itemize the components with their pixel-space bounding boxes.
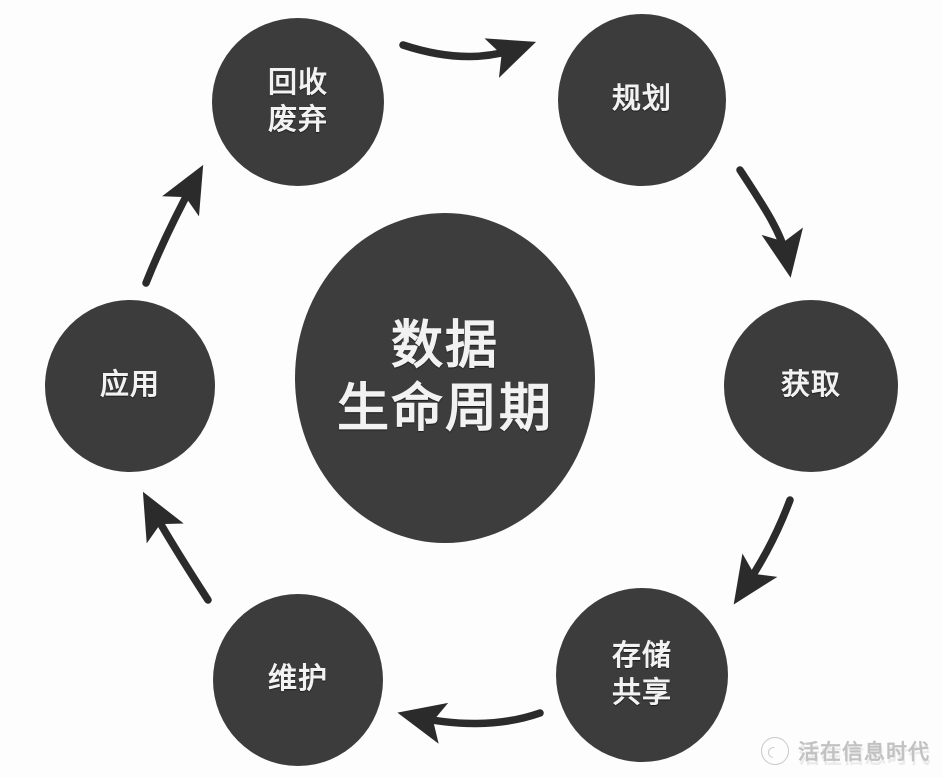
- node-apply-label: 应用: [99, 369, 160, 402]
- arrow-maintain-to-apply: [142, 491, 212, 604]
- node-store-share[interactable]: 存储 共享: [556, 588, 728, 762]
- node-acquire-label: 获取: [780, 369, 841, 402]
- center-node-data-lifecycle[interactable]: 数据 生命周期: [295, 213, 595, 543]
- center-node-label: 数据 生命周期: [336, 316, 553, 438]
- circle-logo-icon: [761, 737, 789, 765]
- node-store-share-label: 存储 共享: [611, 639, 672, 709]
- node-apply[interactable]: 应用: [45, 300, 215, 472]
- node-recycle[interactable]: 回收 废弃: [212, 18, 384, 186]
- node-maintain[interactable]: 维护: [213, 594, 383, 766]
- watermark-text: 活在信息时代: [798, 741, 930, 764]
- node-recycle-label: 回收 废弃: [267, 66, 328, 136]
- arrow-apply-to-recycle: [142, 164, 204, 287]
- arrow-acquire-to-store: [733, 496, 794, 605]
- watermark: 活在信息时代: [761, 736, 930, 766]
- node-plan[interactable]: 规划: [558, 14, 726, 186]
- arrow-plan-to-acquire: [736, 166, 803, 278]
- node-maintain-label: 维护: [267, 663, 328, 696]
- node-acquire[interactable]: 获取: [724, 300, 898, 472]
- arrow-recycle-to-plan: [399, 38, 537, 78]
- arrow-store-to-maintain: [397, 702, 544, 744]
- node-plan-label: 规划: [611, 83, 672, 116]
